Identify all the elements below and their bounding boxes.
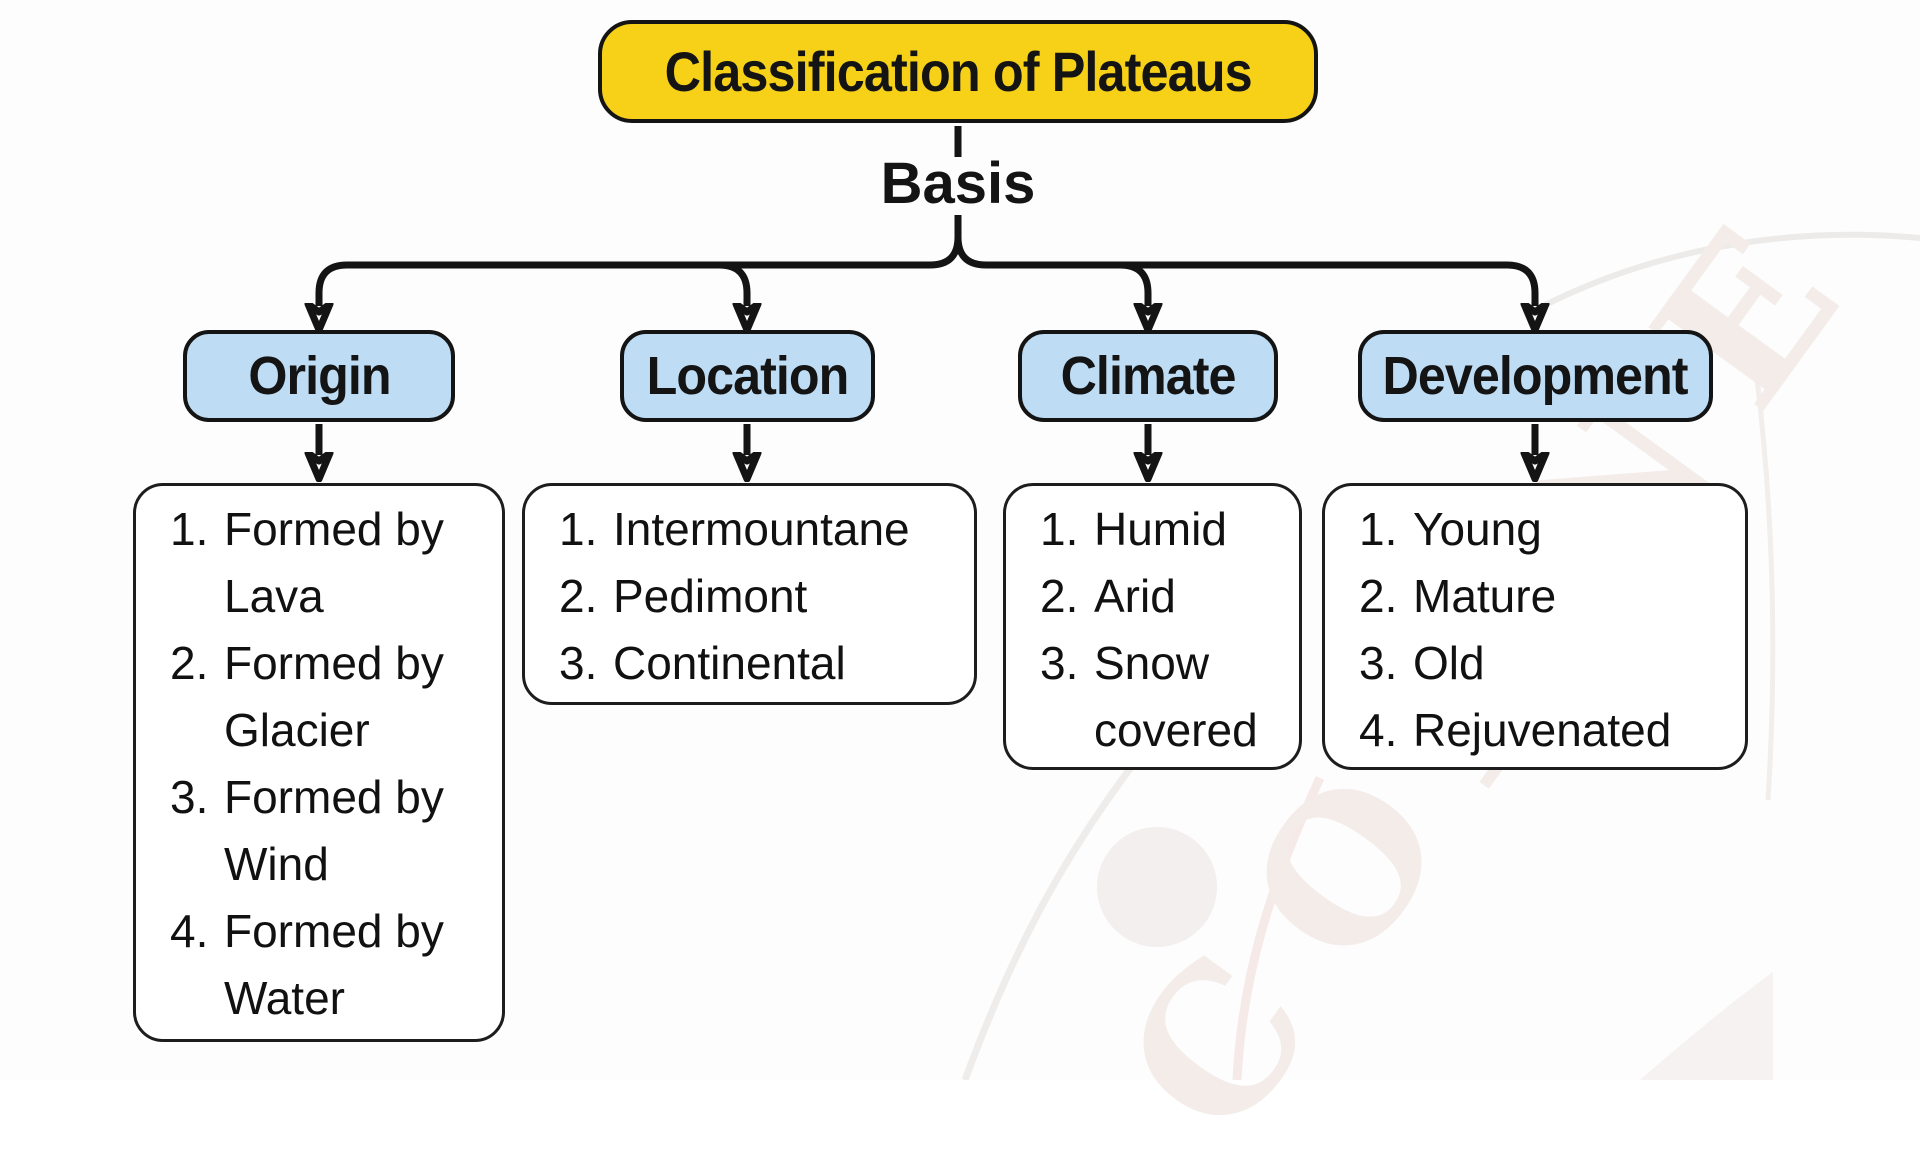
connector-basis-to-development — [954, 215, 1535, 306]
category-node-origin: Origin — [183, 330, 455, 422]
list-item: Formed by Water — [224, 905, 444, 1024]
category-node-development: Development — [1358, 330, 1713, 422]
category-node-climate: Climate — [1018, 330, 1278, 422]
location-list: Intermountane Pedimont Continental — [522, 483, 977, 705]
category-node-location: Location — [620, 330, 875, 422]
category-label: Climate — [1060, 346, 1237, 406]
list-item: Arid — [1094, 570, 1176, 622]
category-label: Origin — [247, 346, 391, 406]
list-item: Continental — [613, 637, 846, 689]
list-item: Formed by Wind — [224, 771, 444, 890]
connector-basis-to-origin — [319, 215, 962, 306]
diagram-canvas: CONNE Classification of Plateaus Basis O… — [0, 0, 1920, 1080]
list-item: Pedimont — [613, 570, 808, 622]
development-list: Young Mature Old Rejuvenated — [1322, 483, 1748, 770]
root-node: Classification of Plateaus — [598, 20, 1318, 123]
climate-list: Humid Arid Snow covered — [1003, 483, 1302, 770]
origin-list: Formed by Lava Formed by Glacier Formed … — [133, 483, 505, 1042]
list-item: Mature — [1413, 570, 1557, 622]
list-item: Old — [1413, 637, 1485, 689]
category-label: Location — [646, 346, 850, 406]
basis-label: Basis — [880, 150, 1036, 216]
category-label: Development — [1382, 346, 1689, 406]
connector-basis-to-location — [718, 261, 747, 306]
list-item: Young — [1413, 503, 1542, 555]
list-item: Rejuvenated — [1413, 704, 1672, 756]
connector-basis-to-climate — [1119, 261, 1148, 306]
root-node-label: Classification of Plateaus — [664, 40, 1252, 103]
page-root: { "title": "Classification of Plateaus",… — [0, 0, 1920, 1080]
list-item: Intermountane — [613, 503, 910, 555]
list-item: Formed by Lava — [224, 503, 444, 622]
list-item: Snow covered — [1094, 637, 1258, 756]
connector-lines — [0, 126, 1920, 1080]
list-item: Humid — [1094, 503, 1227, 555]
list-item: Formed by Glacier — [224, 637, 444, 756]
